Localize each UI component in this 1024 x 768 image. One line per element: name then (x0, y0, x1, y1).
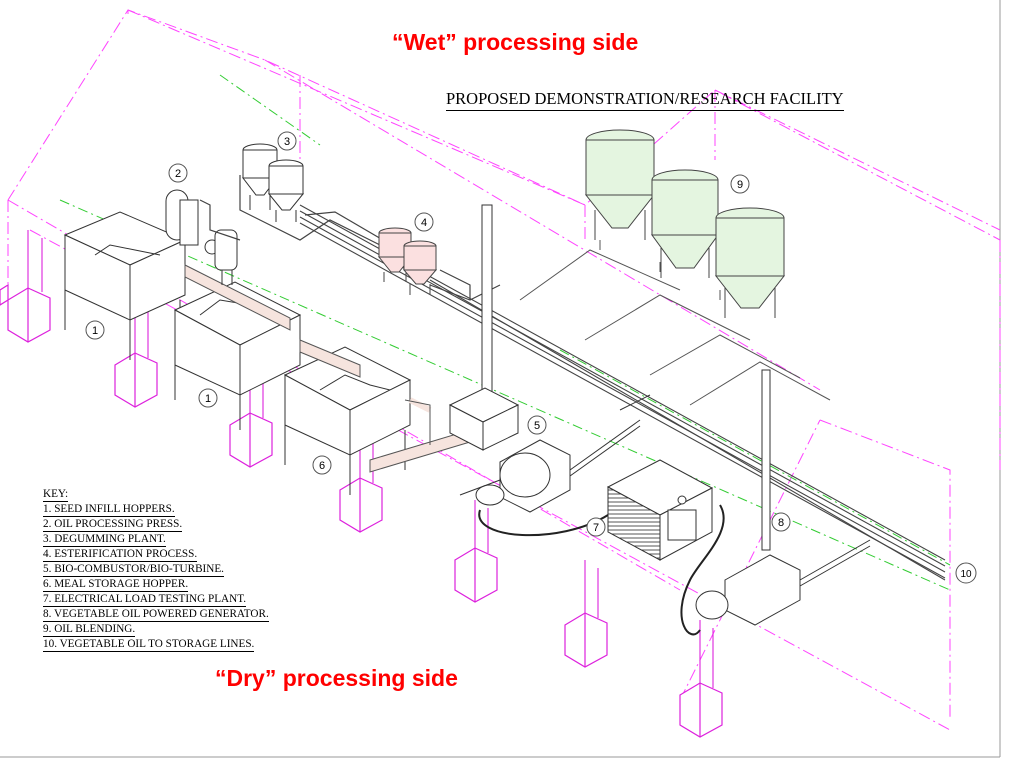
process-piping (199, 175, 501, 301)
key-item: 10. VEGETABLE OIL TO STORAGE LINES. (43, 638, 255, 652)
pier (339, 477, 383, 533)
callout-3: 3 (277, 131, 297, 151)
svg-text:9: 9 (737, 179, 743, 191)
pier (229, 412, 273, 468)
svg-text:8: 8 (778, 517, 784, 529)
pier (454, 547, 498, 603)
callout-1b: 1 (198, 388, 218, 408)
callout-10: 10 (955, 562, 977, 584)
key-item: 4. ESTERIFICATION PROCESS. (43, 548, 198, 562)
callout-2: 2 (168, 163, 188, 183)
svg-text:6: 6 (319, 460, 325, 472)
callout-8: 8 (771, 512, 791, 532)
callout-7: 7 (586, 517, 606, 537)
svg-text:1: 1 (92, 325, 98, 337)
oil-powered-generator (695, 369, 871, 626)
facility-title: PROPOSED DEMONSTRATION/RESEARCH FACILITY (446, 89, 844, 111)
svg-text:3: 3 (284, 136, 290, 148)
wet-side-label: “Wet” processing side (392, 29, 639, 55)
svg-text:2: 2 (175, 168, 181, 180)
key-item: 8. VEGETABLE OIL POWERED GENERATOR. (43, 608, 269, 622)
callout-9: 9 (730, 174, 750, 194)
pier (564, 612, 608, 668)
key-item: 9. OIL BLENDING. (43, 623, 136, 637)
pier (679, 682, 723, 738)
oil-processing-press (165, 189, 238, 285)
degumming-plant (241, 143, 305, 222)
callout-1a: 1 (85, 320, 105, 340)
svg-text:1: 1 (205, 393, 211, 405)
blending-tanks (584, 129, 786, 318)
bio-combustor (448, 204, 520, 451)
key-item: 1. SEED INFILL HOPPERS. (43, 503, 175, 517)
seed-infill-hoppers (63, 211, 412, 495)
pier (114, 352, 158, 408)
key-item: 6. MEAL STORAGE HOPPER. (43, 578, 189, 592)
meal-hopper (283, 346, 412, 495)
svg-text:4: 4 (421, 217, 427, 229)
conveyor (184, 264, 471, 473)
hopper (173, 281, 302, 430)
load-testing-plant (606, 459, 714, 561)
svg-text:10: 10 (960, 569, 972, 580)
pier (0, 283, 51, 343)
ground-line (59, 74, 951, 591)
key-item: 2. OIL PROCESSING PRESS. (43, 518, 183, 532)
blending-manifold (519, 240, 831, 406)
bio-turbine (459, 394, 651, 513)
dry-side-label: “Dry” processing side (215, 665, 458, 691)
esterification-tanks (377, 227, 438, 295)
svg-text:5: 5 (534, 420, 540, 432)
building-outline (7, 9, 1001, 731)
key-item: 7. ELECTRICAL LOAD TESTING PLANT. (43, 593, 247, 607)
callout-6: 6 (312, 455, 332, 475)
key-item: 5. BIO-COMBUSTOR/BIO-TURBINE. (43, 563, 224, 577)
key-item: 3. DEGUMMING PLANT. (43, 533, 166, 547)
key-legend: KEY: 1. SEED INFILL HOPPERS. 2. OIL PROC… (43, 487, 269, 652)
svg-text:7: 7 (593, 522, 599, 534)
hopper (63, 211, 187, 360)
callout-4: 4 (414, 212, 434, 232)
callout-5: 5 (527, 415, 547, 435)
key-heading: KEY: (43, 488, 69, 502)
